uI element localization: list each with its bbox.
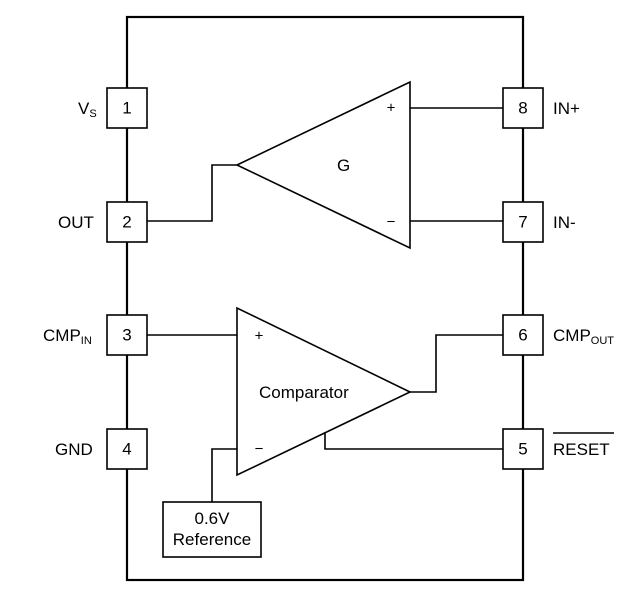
pin-5: 5 RESET — [502, 428, 614, 470]
reference-box — [162, 501, 262, 558]
pin-2-label: OUT — [58, 213, 94, 232]
amplifier-plus: + — [387, 100, 396, 117]
pin-2-box — [106, 201, 148, 243]
gain-amplifier: G + − — [235, 80, 411, 250]
pin-5-number: 5 — [518, 440, 527, 459]
pin-8: 8 IN+ — [502, 87, 580, 129]
pin-2-number: 2 — [122, 213, 131, 232]
wire-cmp-out — [410, 334, 503, 393]
wire-reference — [211, 448, 237, 502]
amplifier-minus: − — [387, 214, 396, 231]
pin-7-box — [502, 201, 544, 243]
pin-6-box — [502, 314, 544, 356]
pin-4: 4 GND — [55, 428, 148, 470]
pin-1-box — [106, 87, 148, 129]
pin-3: 3 CMPIN — [43, 314, 148, 356]
pin-7-number: 7 — [518, 213, 527, 232]
comparator-plus: + — [255, 328, 264, 345]
chip-body — [125, 15, 525, 582]
pin-6-number: 6 — [518, 326, 527, 345]
comparator-minus: − — [255, 441, 264, 458]
pin-8-box — [502, 87, 544, 129]
pin-7-label: IN- — [553, 213, 576, 232]
wire-reset — [324, 432, 503, 450]
pin-8-label: IN+ — [553, 99, 580, 118]
pin-3-label: CMPIN — [43, 326, 92, 347]
comparator: Comparator + − — [236, 306, 412, 477]
pin-1: 1 VS — [78, 87, 148, 129]
amplifier-label: G — [337, 156, 350, 175]
comparator-label: Comparator — [259, 383, 349, 402]
reference-label: Reference — [173, 530, 251, 549]
pin-2: 2 OUT — [58, 201, 148, 243]
reference-voltage: 0.6V — [195, 509, 231, 528]
pin-1-label: VS — [78, 99, 97, 120]
pin-4-box — [106, 428, 148, 470]
pin-6: 6 CMPOUT — [502, 314, 614, 356]
comparator-triangle — [236, 306, 412, 477]
pin-3-box — [106, 314, 148, 356]
pin-8-number: 8 — [518, 99, 527, 118]
pin-4-number: 4 — [122, 440, 131, 459]
pin-6-label: CMPOUT — [553, 326, 614, 347]
pin-5-label: RESET — [553, 440, 610, 459]
wire-amp-out — [147, 164, 237, 222]
pin-4-label: GND — [55, 440, 93, 459]
pin-7: 7 IN- — [502, 201, 576, 243]
amplifier-triangle — [235, 80, 411, 250]
pin-1-number: 1 — [122, 99, 131, 118]
pin-3-number: 3 — [122, 326, 131, 345]
reference-block: 0.6V Reference — [162, 501, 262, 558]
